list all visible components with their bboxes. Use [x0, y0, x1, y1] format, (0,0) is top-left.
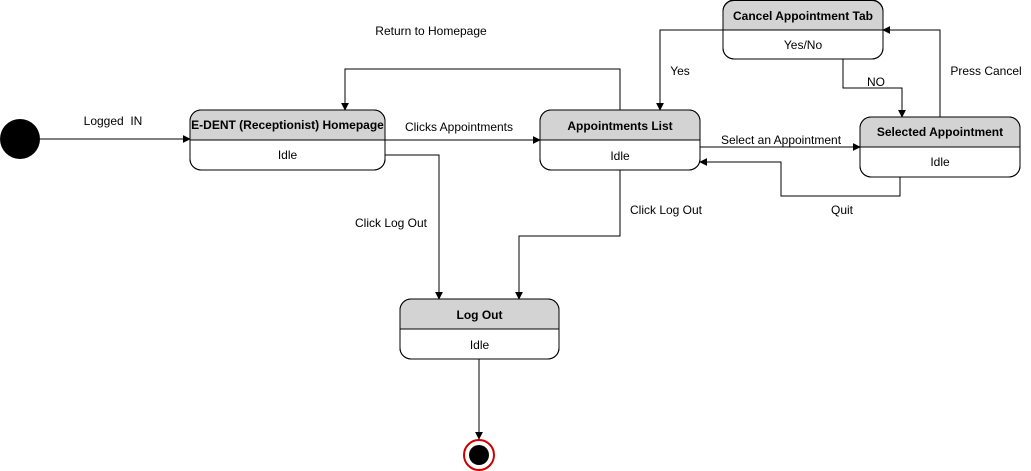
state-appointments-list: Appointments List Idle	[539, 109, 701, 171]
state-cancel-appointment-tab-activity: Yes/No	[784, 38, 823, 52]
state-homepage-title: E-DENT (Receptionist) Homepage	[191, 118, 384, 132]
edge-quit	[699, 158, 901, 197]
label-select-appointment: Select an Appointment	[721, 133, 842, 147]
state-appointments-list-activity: Idle	[610, 149, 630, 163]
state-selected-appointment-activity: Idle	[930, 155, 950, 169]
label-logged-in: Logged IN	[84, 114, 143, 128]
state-selected-appointment: Selected Appointment Idle	[859, 116, 1021, 178]
state-log-out-activity: Idle	[470, 338, 490, 352]
edge-press-cancel	[882, 26, 941, 117]
state-selected-appointment-title: Selected Appointment	[877, 125, 1003, 139]
edge-return-home	[341, 68, 621, 111]
state-cancel-appointment-tab: Cancel Appointment Tab Yes/No	[722, 0, 884, 60]
state-homepage-activity: Idle	[278, 148, 298, 162]
state-log-out-title: Log Out	[457, 308, 503, 322]
initial-state	[0, 119, 40, 159]
label-logout-from-home: Click Log Out	[355, 216, 428, 230]
state-cancel-appointment-tab-title: Cancel Appointment Tab	[733, 9, 873, 23]
edge-logout-from-home	[385, 154, 443, 300]
state-log-out: Log Out Idle	[399, 298, 560, 360]
label-quit: Quit	[831, 203, 854, 217]
edge-yes	[656, 29, 723, 111]
label-yes: Yes	[670, 64, 690, 78]
label-return-home: Return to Homepage	[375, 24, 487, 38]
state-homepage: E-DENT (Receptionist) Homepage Idle	[189, 109, 386, 171]
state-appointments-list-title: Appointments List	[567, 119, 672, 133]
final-state	[463, 439, 495, 471]
edge-logout-from-list	[515, 170, 621, 300]
label-logout-from-list: Click Log Out	[630, 203, 703, 217]
label-no: NO	[867, 75, 885, 89]
edge-no	[842, 59, 906, 118]
label-press-cancel: Press Cancel	[950, 64, 1021, 78]
label-clicks-appointments: Clicks Appointments	[405, 120, 513, 134]
